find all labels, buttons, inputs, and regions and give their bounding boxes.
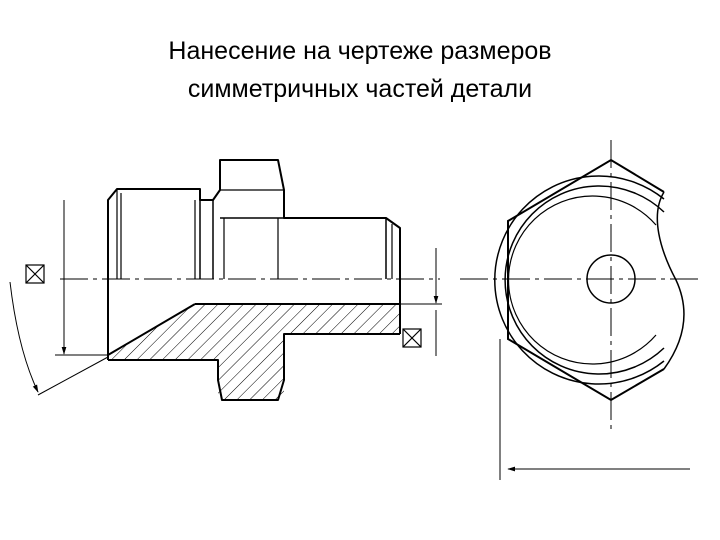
outline-upper <box>107 159 401 360</box>
title-line-2: симметричных частей детали <box>187 75 533 103</box>
title-line-1: Нанесение на чертеже размеров <box>168 37 552 65</box>
section-hatch <box>108 304 400 400</box>
symmetry-mark-icon <box>25 264 45 284</box>
break-line <box>656 191 685 370</box>
symmetry-mark-icon <box>402 328 422 348</box>
slide-title: Нанесение на чертеже размеров симметричн… <box>0 32 720 108</box>
hexagon-end-view <box>460 140 700 480</box>
fitting-side-view <box>9 159 442 401</box>
